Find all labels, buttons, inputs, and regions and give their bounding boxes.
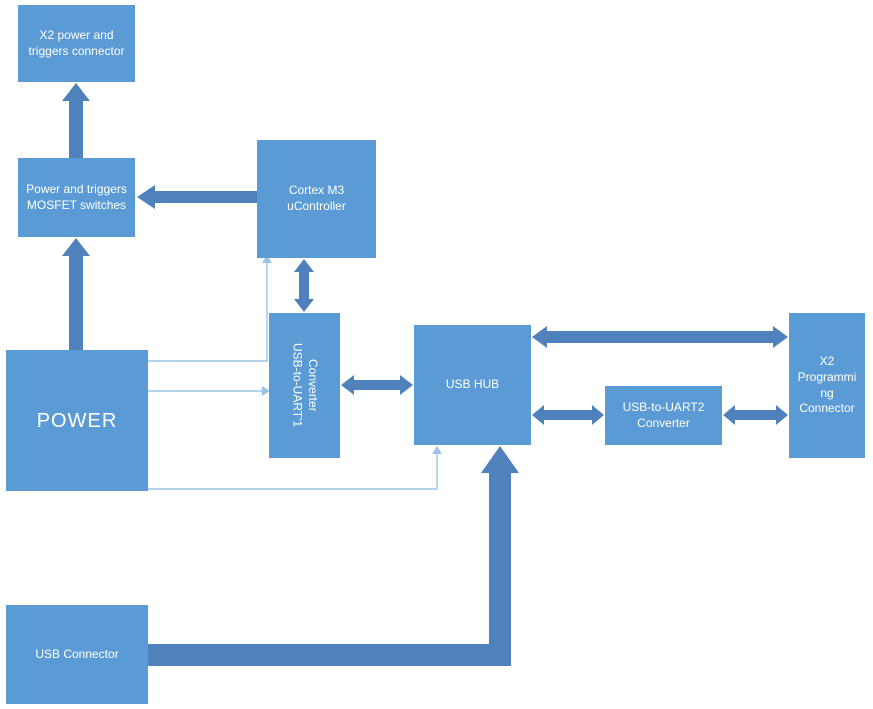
node-x2-programming-connector: X2 Programming Connector: [789, 313, 865, 458]
arrow-usbconnector-to-usbhub: [148, 446, 519, 666]
arrow-mosfet-to-x2connector: [62, 83, 90, 158]
thin-arrowhead-power-to-uart1: [262, 386, 270, 396]
thin-arrowhead-power-to-cortex: [262, 255, 272, 263]
node-usb-to-uart2-converter: USB-to-UART2 Converter: [605, 386, 722, 445]
arrow-usbhub-x2prog-double: [532, 326, 788, 348]
arrow-cortex-to-mosfet: [137, 185, 257, 209]
node-power: POWER: [6, 350, 148, 491]
node-label: USB Connector: [35, 646, 119, 661]
thin-line-power-to-cortex: [148, 262, 268, 362]
node-label: Power and triggers MOSFET switches: [26, 181, 127, 212]
node-usb-to-uart1-converter: USB-to-UART'1 Converter: [269, 313, 340, 458]
node-usb-connector: USB Connector: [6, 605, 148, 704]
node-label: USB-to-UART'1 Converter: [290, 343, 321, 428]
node-x2-power-triggers-connector: X2 power and triggers connector: [18, 5, 135, 82]
thin-arrowhead-power-to-usbhub: [432, 446, 442, 454]
node-label: POWER: [36, 409, 118, 432]
node-label: USB-to-UART2 Converter: [622, 399, 705, 430]
node-label: X2 Programming Connector: [797, 354, 857, 416]
node-label: X2 power and triggers connector: [28, 27, 125, 58]
node-mosfet-switches: Power and triggers MOSFET switches: [18, 158, 135, 237]
arrow-uart1-usbhub-double: [341, 375, 413, 395]
node-usb-hub: USB HUB: [414, 325, 531, 445]
thin-line-power-to-usbhub: [148, 453, 438, 490]
arrow-usbhub-uart2-double: [532, 405, 604, 425]
arrow-power-to-mosfet: [62, 238, 90, 350]
arrow-uart2-x2prog-double: [723, 405, 788, 425]
arrow-cortex-uart1-double: [294, 259, 314, 312]
node-label: Cortex M3 uController: [287, 183, 346, 213]
node-label: USB HUB: [445, 377, 500, 392]
node-cortex-m3-ucontroller: Cortex M3 uController: [257, 140, 376, 258]
